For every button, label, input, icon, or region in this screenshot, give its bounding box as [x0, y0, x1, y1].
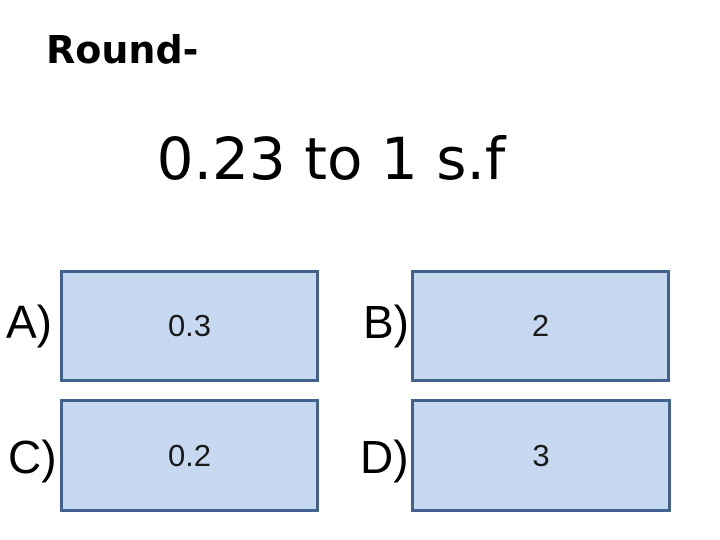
answer-value-b: 2: [531, 308, 550, 343]
answer-option-c[interactable]: 0.2: [60, 399, 319, 512]
answer-letter-c: C): [8, 431, 57, 483]
answer-option-b[interactable]: 2: [411, 270, 670, 382]
answer-value-c: 0.2: [167, 437, 212, 473]
answer-letter-b: B): [363, 296, 409, 348]
answer-value-a: 0.3: [167, 308, 212, 343]
question-title: 0.23 to 1 s.f: [156, 125, 506, 193]
answer-letter-d: D): [360, 431, 409, 483]
question-prompt: Round-: [46, 28, 199, 72]
answer-value-d: 3: [532, 437, 550, 473]
answer-option-d[interactable]: 3: [411, 399, 671, 512]
answer-option-a[interactable]: 0.3: [60, 270, 319, 382]
answer-letter-a: A): [6, 296, 52, 348]
